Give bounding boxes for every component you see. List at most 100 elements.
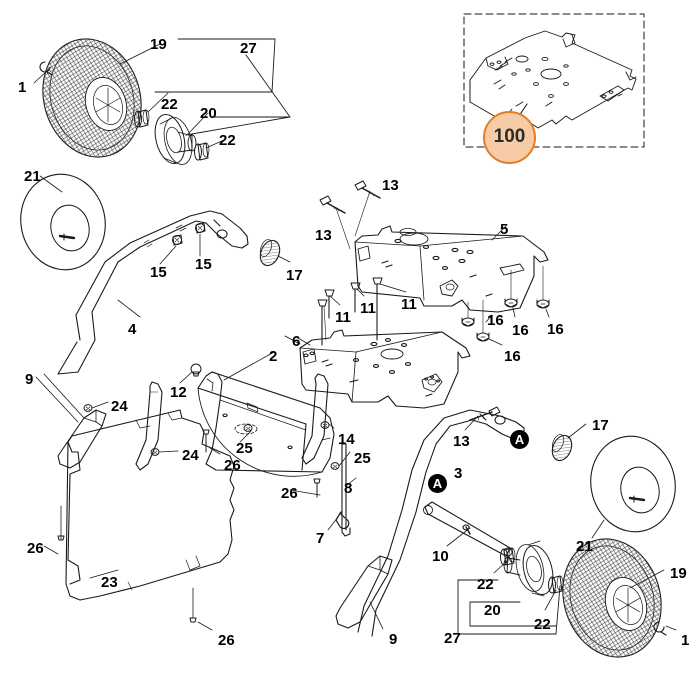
- callout-16-a[interactable]: 16: [487, 312, 504, 329]
- callout-17-lower[interactable]: 17: [592, 417, 609, 434]
- brace-rod: [135, 381, 163, 471]
- inset-callout-100[interactable]: 100: [483, 111, 536, 164]
- knob-15-right: [195, 222, 206, 234]
- retaining-clip-lower: [653, 621, 667, 636]
- callout-6[interactable]: 6: [292, 333, 301, 350]
- section-marker-a-upper[interactable]: A: [510, 430, 529, 449]
- callout-25-a[interactable]: 25: [236, 440, 253, 457]
- callout-22-upper-right[interactable]: 22: [219, 132, 236, 149]
- callout-14[interactable]: 14: [338, 431, 355, 448]
- screw-26-c: [57, 505, 65, 541]
- callout-22-lower-right[interactable]: 22: [534, 616, 551, 633]
- bracket-27-lower-leaders: [457, 579, 561, 635]
- screw-26-d: [189, 587, 197, 623]
- screw-13-lower: [469, 406, 501, 421]
- callout-26-c[interactable]: 26: [27, 540, 44, 557]
- section-marker-a-lower[interactable]: A: [428, 474, 447, 493]
- callout-19-lower[interactable]: 19: [670, 565, 687, 582]
- retaining-clip-upper: [39, 61, 53, 76]
- cap-plug: [190, 363, 202, 377]
- wheel-hub-upper: [154, 114, 197, 165]
- callout-20-lower[interactable]: 20: [484, 602, 501, 619]
- callout-1-upper[interactable]: 1: [18, 79, 27, 96]
- callout-7[interactable]: 7: [316, 530, 325, 547]
- callout-16-b[interactable]: 16: [512, 322, 529, 339]
- bushing-upper-right: [194, 142, 210, 161]
- callout-22-lower-left[interactable]: 22: [477, 576, 494, 593]
- side-panel: [65, 409, 235, 601]
- callout-5[interactable]: 5: [500, 221, 509, 238]
- callout-2[interactable]: 2: [269, 348, 278, 365]
- callout-15-left[interactable]: 15: [150, 264, 167, 281]
- brace-rod-right: [301, 373, 329, 465]
- nut-16-b: [504, 298, 518, 308]
- handle-grip-upper: [259, 239, 281, 267]
- bushing-upper-left: [134, 109, 150, 128]
- callout-23[interactable]: 23: [101, 574, 118, 591]
- callout-19-upper[interactable]: 19: [150, 36, 167, 53]
- callout-3[interactable]: 3: [454, 465, 463, 482]
- callout-10[interactable]: 10: [432, 548, 449, 565]
- callout-9-left[interactable]: 9: [25, 371, 34, 388]
- rivet-25-a: [243, 424, 253, 432]
- tension-rod: [341, 443, 351, 537]
- tire-upper-left: [42, 38, 142, 158]
- nut-16-c: [536, 299, 550, 309]
- rivet-24-a: [83, 404, 93, 412]
- bracket-27-upper-leaders: [154, 38, 291, 136]
- skid-shoe-left: [57, 409, 107, 469]
- callout-13-upper-b[interactable]: 13: [315, 227, 332, 244]
- callout-9-right[interactable]: 9: [389, 631, 398, 648]
- callout-8[interactable]: 8: [344, 480, 353, 497]
- cotter-pin: [335, 511, 350, 529]
- callout-16-c[interactable]: 16: [547, 321, 564, 338]
- callout-26-a[interactable]: 26: [224, 457, 241, 474]
- callout-27-upper[interactable]: 27: [240, 40, 257, 57]
- inner-tube-upper-left: [20, 173, 106, 271]
- inset-dashed-box: [463, 13, 645, 148]
- leader-13b: [335, 207, 351, 250]
- screw-13-upper-b: [319, 195, 346, 214]
- lower-chassis-plate: [299, 329, 471, 409]
- inset-chassis-plate: [469, 30, 637, 132]
- screw-11-b: [350, 282, 361, 313]
- bushing-lower-left: [500, 547, 516, 566]
- callout-12[interactable]: 12: [170, 384, 187, 401]
- nut-16-a: [461, 317, 475, 327]
- tire-lower-right: [562, 538, 662, 658]
- rivet-25-c: [330, 462, 340, 470]
- callout-26-b[interactable]: 26: [281, 485, 298, 502]
- callout-16-d[interactable]: 16: [504, 348, 521, 365]
- nut-16-d: [476, 332, 490, 342]
- callout-24-a[interactable]: 24: [111, 398, 128, 415]
- wheel-hub-lower: [503, 540, 554, 597]
- skid-shoe-right: [335, 555, 393, 629]
- callout-26-d[interactable]: 26: [218, 632, 235, 649]
- callout-1-lower[interactable]: 1: [681, 632, 690, 649]
- callout-24-b[interactable]: 24: [182, 447, 199, 464]
- callout-17-upper[interactable]: 17: [286, 267, 303, 284]
- callout-11-b[interactable]: 11: [360, 300, 376, 317]
- callout-21-lower[interactable]: 21: [576, 538, 593, 555]
- leader-13a: [354, 190, 371, 237]
- callout-11-a[interactable]: 11: [335, 309, 351, 326]
- callout-20-upper[interactable]: 20: [200, 105, 217, 122]
- callout-13-upper-a[interactable]: 13: [382, 177, 399, 194]
- callout-21-upper[interactable]: 21: [24, 168, 41, 185]
- axle-shaft: [423, 501, 513, 557]
- callout-13-lower[interactable]: 13: [453, 433, 470, 450]
- callout-11-c[interactable]: 11: [401, 296, 417, 313]
- callout-25-b[interactable]: 25: [354, 450, 371, 467]
- inner-tube-lower-right: [590, 435, 676, 533]
- callout-27-lower[interactable]: 27: [444, 630, 461, 647]
- callout-22-upper-left[interactable]: 22: [161, 96, 178, 113]
- screw-13-upper-a: [354, 180, 381, 199]
- handle-bar-upper: [57, 210, 249, 375]
- deflector-chute: [197, 371, 335, 477]
- handle-grip-lower: [551, 434, 573, 462]
- callout-4[interactable]: 4: [128, 321, 137, 338]
- screw-11-a: [324, 289, 335, 319]
- callout-15-right[interactable]: 15: [195, 256, 212, 273]
